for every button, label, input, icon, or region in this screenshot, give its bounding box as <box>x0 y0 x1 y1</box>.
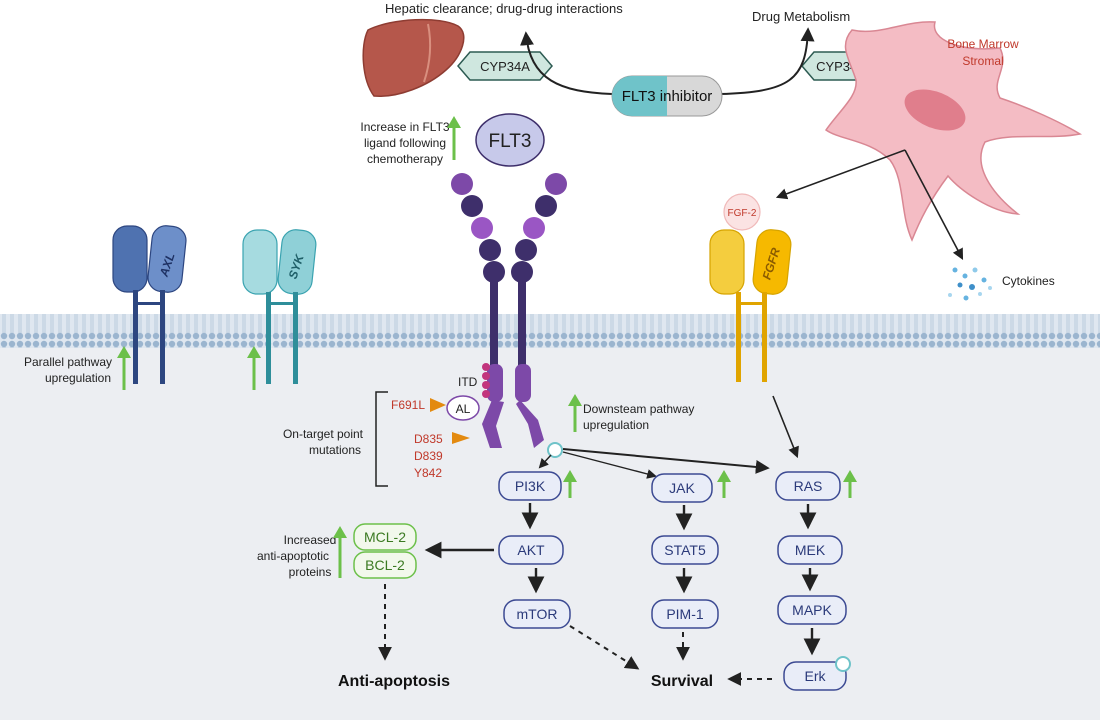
node-ras: RAS <box>775 471 841 501</box>
svg-text:MEK: MEK <box>795 542 826 558</box>
fgf2-ligand: FGF-2 <box>723 193 761 231</box>
fgfr-to-ras-arrow <box>772 395 799 459</box>
flt3-inhibitor-pill: FLT3 inhibitor <box>611 75 723 117</box>
stromal-label-2: Stromal <box>962 54 1003 68</box>
anti-apoptosis-label: Anti-apoptosis <box>338 673 450 690</box>
downstream-note-2: upregulation <box>583 418 649 432</box>
syk-receptor: SYK <box>242 229 317 384</box>
drug-metabolism-label: Drug Metabolism <box>752 9 850 24</box>
mutation-arrow-icon <box>452 432 470 444</box>
mutation-bracket <box>375 391 388 487</box>
svg-text:RAS: RAS <box>794 478 823 494</box>
svg-text:PIM-1: PIM-1 <box>666 606 704 622</box>
survival-label: Survival <box>651 673 713 690</box>
mtor-to-survival-arrow <box>569 625 640 670</box>
mutation-d835: D835 <box>414 432 443 446</box>
node-akt: AKT <box>498 535 564 565</box>
cytokines-dots <box>948 267 992 301</box>
phospho-site-icon <box>835 656 851 672</box>
node-stat5: STAT5 <box>651 535 719 565</box>
axl-receptor: AXL <box>112 225 187 384</box>
increase-note-2: ligand following <box>364 136 446 150</box>
up-arrow-icon <box>333 526 347 578</box>
increase-note-1: Increase in FLT3 <box>360 120 449 134</box>
stromal-to-fgf2-arrow <box>775 149 906 200</box>
fgfr-receptor: FGFR <box>709 229 792 382</box>
itd-dots <box>482 363 490 398</box>
parallel-note-2: upregulation <box>45 371 111 385</box>
cyp-left-badge: CYP34A <box>457 51 553 81</box>
stromal-cell-icon <box>824 21 1083 242</box>
mutation-f691l: F691L <box>391 398 425 412</box>
al-loop: AL <box>446 395 480 421</box>
flt3-to-pi3k-arrow <box>538 454 552 469</box>
itd-label: ITD <box>458 375 478 389</box>
svg-text:Erk: Erk <box>805 668 827 684</box>
cytoplasm <box>0 345 1100 720</box>
mutation-y842: Y842 <box>414 466 442 480</box>
on-target-note-2: mutations <box>309 443 361 457</box>
flt3-to-jak-arrow <box>562 451 657 479</box>
svg-text:STAT5: STAT5 <box>664 542 706 558</box>
up-arrow-icon <box>563 470 577 498</box>
up-arrow-icon <box>117 346 131 390</box>
svg-text:PI3K: PI3K <box>515 478 546 494</box>
flt3-to-ras-arrow <box>562 448 770 474</box>
parallel-note-1: Parallel pathway <box>24 355 112 369</box>
node-mek: MEK <box>777 535 843 565</box>
mutation-d839: D839 <box>414 449 443 463</box>
node-erk: Erk <box>783 661 847 691</box>
svg-text:JAK: JAK <box>669 480 695 496</box>
up-arrow-icon <box>717 470 731 498</box>
svg-text:MAPK: MAPK <box>792 602 832 618</box>
up-arrow-icon <box>247 346 261 390</box>
anti-apoptotic-note-2: anti-apoptotic <box>257 549 329 563</box>
svg-text:MCL-2: MCL-2 <box>364 529 406 545</box>
downstream-note-1: Downsteam pathway <box>583 402 694 416</box>
svg-text:BCL-2: BCL-2 <box>365 557 405 573</box>
anti-apoptotic-note-1: Increased <box>284 533 337 547</box>
cell-membrane <box>0 314 1100 348</box>
flt3-ligand: FLT3 <box>475 113 545 167</box>
node-mtor: mTOR <box>503 599 571 629</box>
node-mcl2: MCL-2 <box>353 523 417 551</box>
phospho-site-icon <box>547 442 563 458</box>
svg-text:mTOR: mTOR <box>517 606 558 622</box>
al-label: AL <box>456 402 471 416</box>
flt3-receptor <box>451 173 567 448</box>
node-jak: JAK <box>651 473 713 503</box>
inhibitor-to-hepatic-arrow <box>520 31 613 95</box>
up-arrow-icon <box>843 470 857 498</box>
up-arrow-icon <box>568 394 582 432</box>
increase-note-3: chemotherapy <box>367 152 443 166</box>
node-pi3k: PI3K <box>498 471 562 501</box>
hepatic-label: Hepatic clearance; drug-drug interaction… <box>385 1 623 16</box>
anti-apoptotic-note-3: proteins <box>289 565 332 579</box>
flt3-inhibitor-label: FLT3 inhibitor <box>622 88 713 105</box>
node-bcl2: BCL-2 <box>353 551 417 579</box>
mutation-arrow-icon <box>430 398 446 412</box>
node-pim1: PIM-1 <box>651 599 719 629</box>
liver-icon <box>362 18 465 97</box>
stromal-label-1: Bone Marrow <box>947 37 1019 51</box>
cyp-left-label: CYP34A <box>480 59 530 74</box>
node-mapk: MAPK <box>777 595 847 625</box>
flt3-ligand-label: FLT3 <box>489 131 532 152</box>
svg-text:AKT: AKT <box>517 542 545 558</box>
fgf2-label: FGF-2 <box>728 208 757 219</box>
inhibitor-to-metabolism-arrow <box>719 27 815 95</box>
stromal-to-cytokines-arrow <box>904 149 964 260</box>
on-target-note-1: On-target point <box>283 427 364 441</box>
up-arrow-icon <box>447 116 461 160</box>
cytokines-label: Cytokines <box>1002 274 1055 288</box>
